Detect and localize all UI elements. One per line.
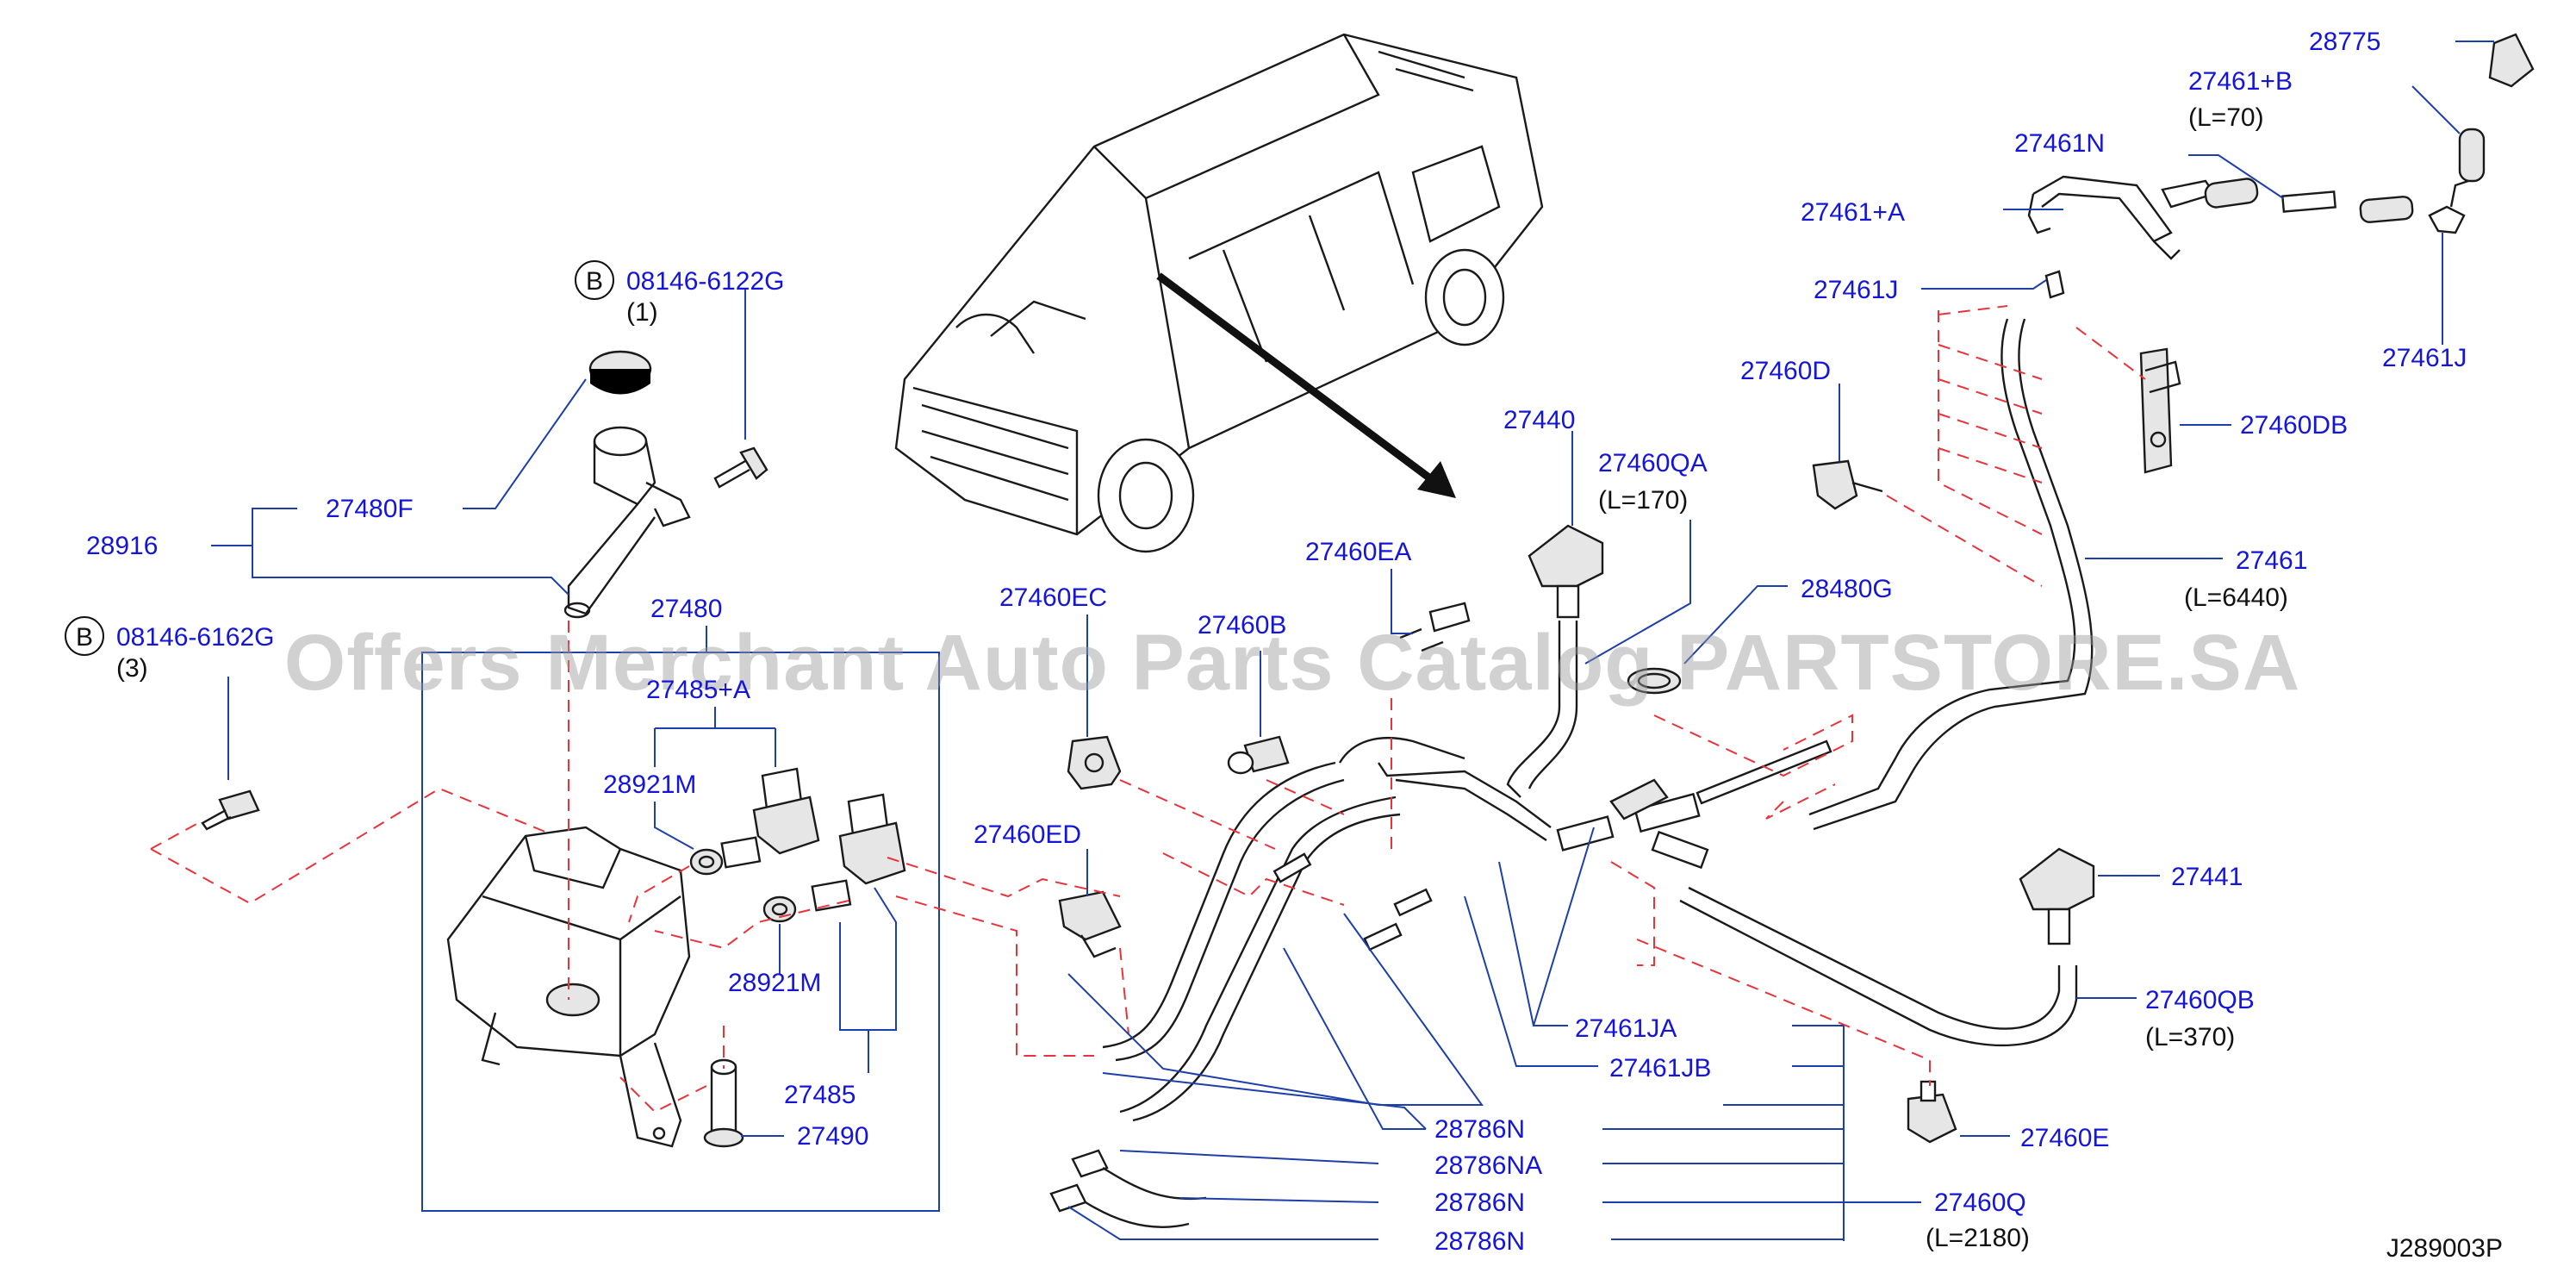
part-label-27460Q[interactable]: 27460Q (1934, 1189, 2026, 1217)
clip-27460D (1812, 459, 1883, 510)
watermark: Offers Merchant Auto Parts Catalog PARTS… (284, 619, 2301, 707)
direction-arrow (1156, 272, 1456, 498)
vehicle-illustration (894, 33, 1544, 553)
part-length-27460Q: (L=2180) (1926, 1224, 2030, 1252)
part-label-28786NA[interactable]: 28786NA (1434, 1151, 1542, 1180)
part-label-27441[interactable]: 27441 (2171, 863, 2243, 891)
part-label-28921M-upper[interactable]: 28921M (603, 771, 696, 799)
filler-neck (563, 426, 691, 619)
part-length-27460QB: (L=370) (2145, 1023, 2235, 1051)
part-label-27480F[interactable]: 27480F (326, 495, 414, 523)
part-label-27460QA[interactable]: 27460QA (1598, 449, 1708, 477)
reservoir-frame (421, 652, 940, 1212)
diagram-id: J289003P (2386, 1234, 2503, 1263)
part-label-28775[interactable]: 28775 (2309, 28, 2380, 56)
clip-27460DB (2139, 347, 2181, 474)
clip-27460ED (1058, 890, 1122, 958)
bolt-quantity: (1) (626, 298, 658, 327)
washer-nozzle-27441 (2019, 847, 2095, 945)
part-labels: 28916 27480F 27480 27485+A 28921M 28921M… (86, 28, 2467, 1256)
part-label-27461JA[interactable]: 27461JA (1575, 1014, 1677, 1043)
bolt-quantity: (3) (116, 654, 148, 683)
callout-circle (575, 260, 614, 300)
part-label-28786N-1[interactable]: 28786N (1434, 1115, 1525, 1144)
rear-hose-assembly (2027, 33, 2535, 299)
washer-nozzle-27440 (1528, 524, 1604, 619)
part-label-27440[interactable]: 27440 (1503, 406, 1575, 434)
level-sensor (703, 1058, 744, 1148)
part-label-27480[interactable]: 27480 (650, 595, 722, 623)
grommet-27460B (1227, 735, 1290, 775)
clip-27460EC (1067, 735, 1122, 790)
bolt-part-number[interactable]: 08146-6122G (626, 267, 785, 296)
part-label-27461A[interactable]: 27461+A (1801, 198, 1905, 227)
part-label-27460ED[interactable]: 27460ED (974, 820, 1081, 849)
bolt-callout-1: B 08146-6122G (1) (575, 260, 785, 327)
clip-28480G (1627, 667, 1682, 695)
part-label-28921M-lower[interactable]: 28921M (728, 969, 821, 997)
part-label-27461JB[interactable]: 27461JB (1609, 1054, 1711, 1082)
callout-letter: B (76, 623, 93, 652)
part-label-28916[interactable]: 28916 (86, 532, 158, 560)
assembly-dash-lines (150, 305, 2146, 1114)
washer-pump-lower (811, 793, 906, 912)
part-label-28480G[interactable]: 28480G (1801, 575, 1893, 603)
part-label-27485[interactable]: 27485 (784, 1081, 856, 1109)
part-label-27490[interactable]: 27490 (797, 1122, 868, 1151)
part-label-28786N-3[interactable]: 28786N (1434, 1227, 1525, 1256)
bolt-callout-2: B 08146-6162G (3) (65, 616, 275, 683)
part-label-27460EC[interactable]: 27460EC (999, 583, 1107, 612)
part-label-27460B[interactable]: 27460B (1198, 611, 1286, 640)
part-label-27460EA[interactable]: 27460EA (1305, 538, 1411, 566)
leader-lines (211, 41, 2494, 1241)
part-label-27461B[interactable]: 27461+B (2188, 67, 2293, 96)
bolt-top-icon (713, 446, 768, 489)
part-label-27485A[interactable]: 27485+A (646, 676, 750, 704)
washer-pump-upper (720, 767, 820, 869)
grommet-upper (689, 848, 724, 876)
callout-letter: B (586, 267, 603, 296)
bolt-left-icon (201, 789, 260, 831)
part-label-27461J-right[interactable]: 27461J (2382, 344, 2467, 372)
part-label-27461N[interactable]: 27461N (2014, 129, 2105, 158)
part-label-27461J-left[interactable]: 27461J (1814, 276, 1898, 304)
part-label-27460QB[interactable]: 27460QB (2145, 986, 2255, 1014)
part-length-27460QA: (L=170) (1598, 486, 1688, 515)
part-label-27460DB[interactable]: 27460DB (2240, 411, 2348, 440)
part-label-28786N-2[interactable]: 28786N (1434, 1189, 1525, 1217)
hose-routing (1049, 318, 2094, 1229)
part-length-27461B: (L=70) (2188, 103, 2264, 132)
clip-27460E (1907, 1080, 1957, 1144)
part-length-27461: (L=6440) (2184, 583, 2288, 612)
part-label-27460E[interactable]: 27460E (2020, 1124, 2109, 1152)
bolt-part-number[interactable]: 08146-6162G (116, 623, 275, 652)
reservoir-cap (588, 350, 652, 395)
part-label-27460D[interactable]: 27460D (1740, 357, 1831, 385)
part-label-27461[interactable]: 27461 (2236, 546, 2307, 575)
callout-circle (65, 616, 104, 656)
